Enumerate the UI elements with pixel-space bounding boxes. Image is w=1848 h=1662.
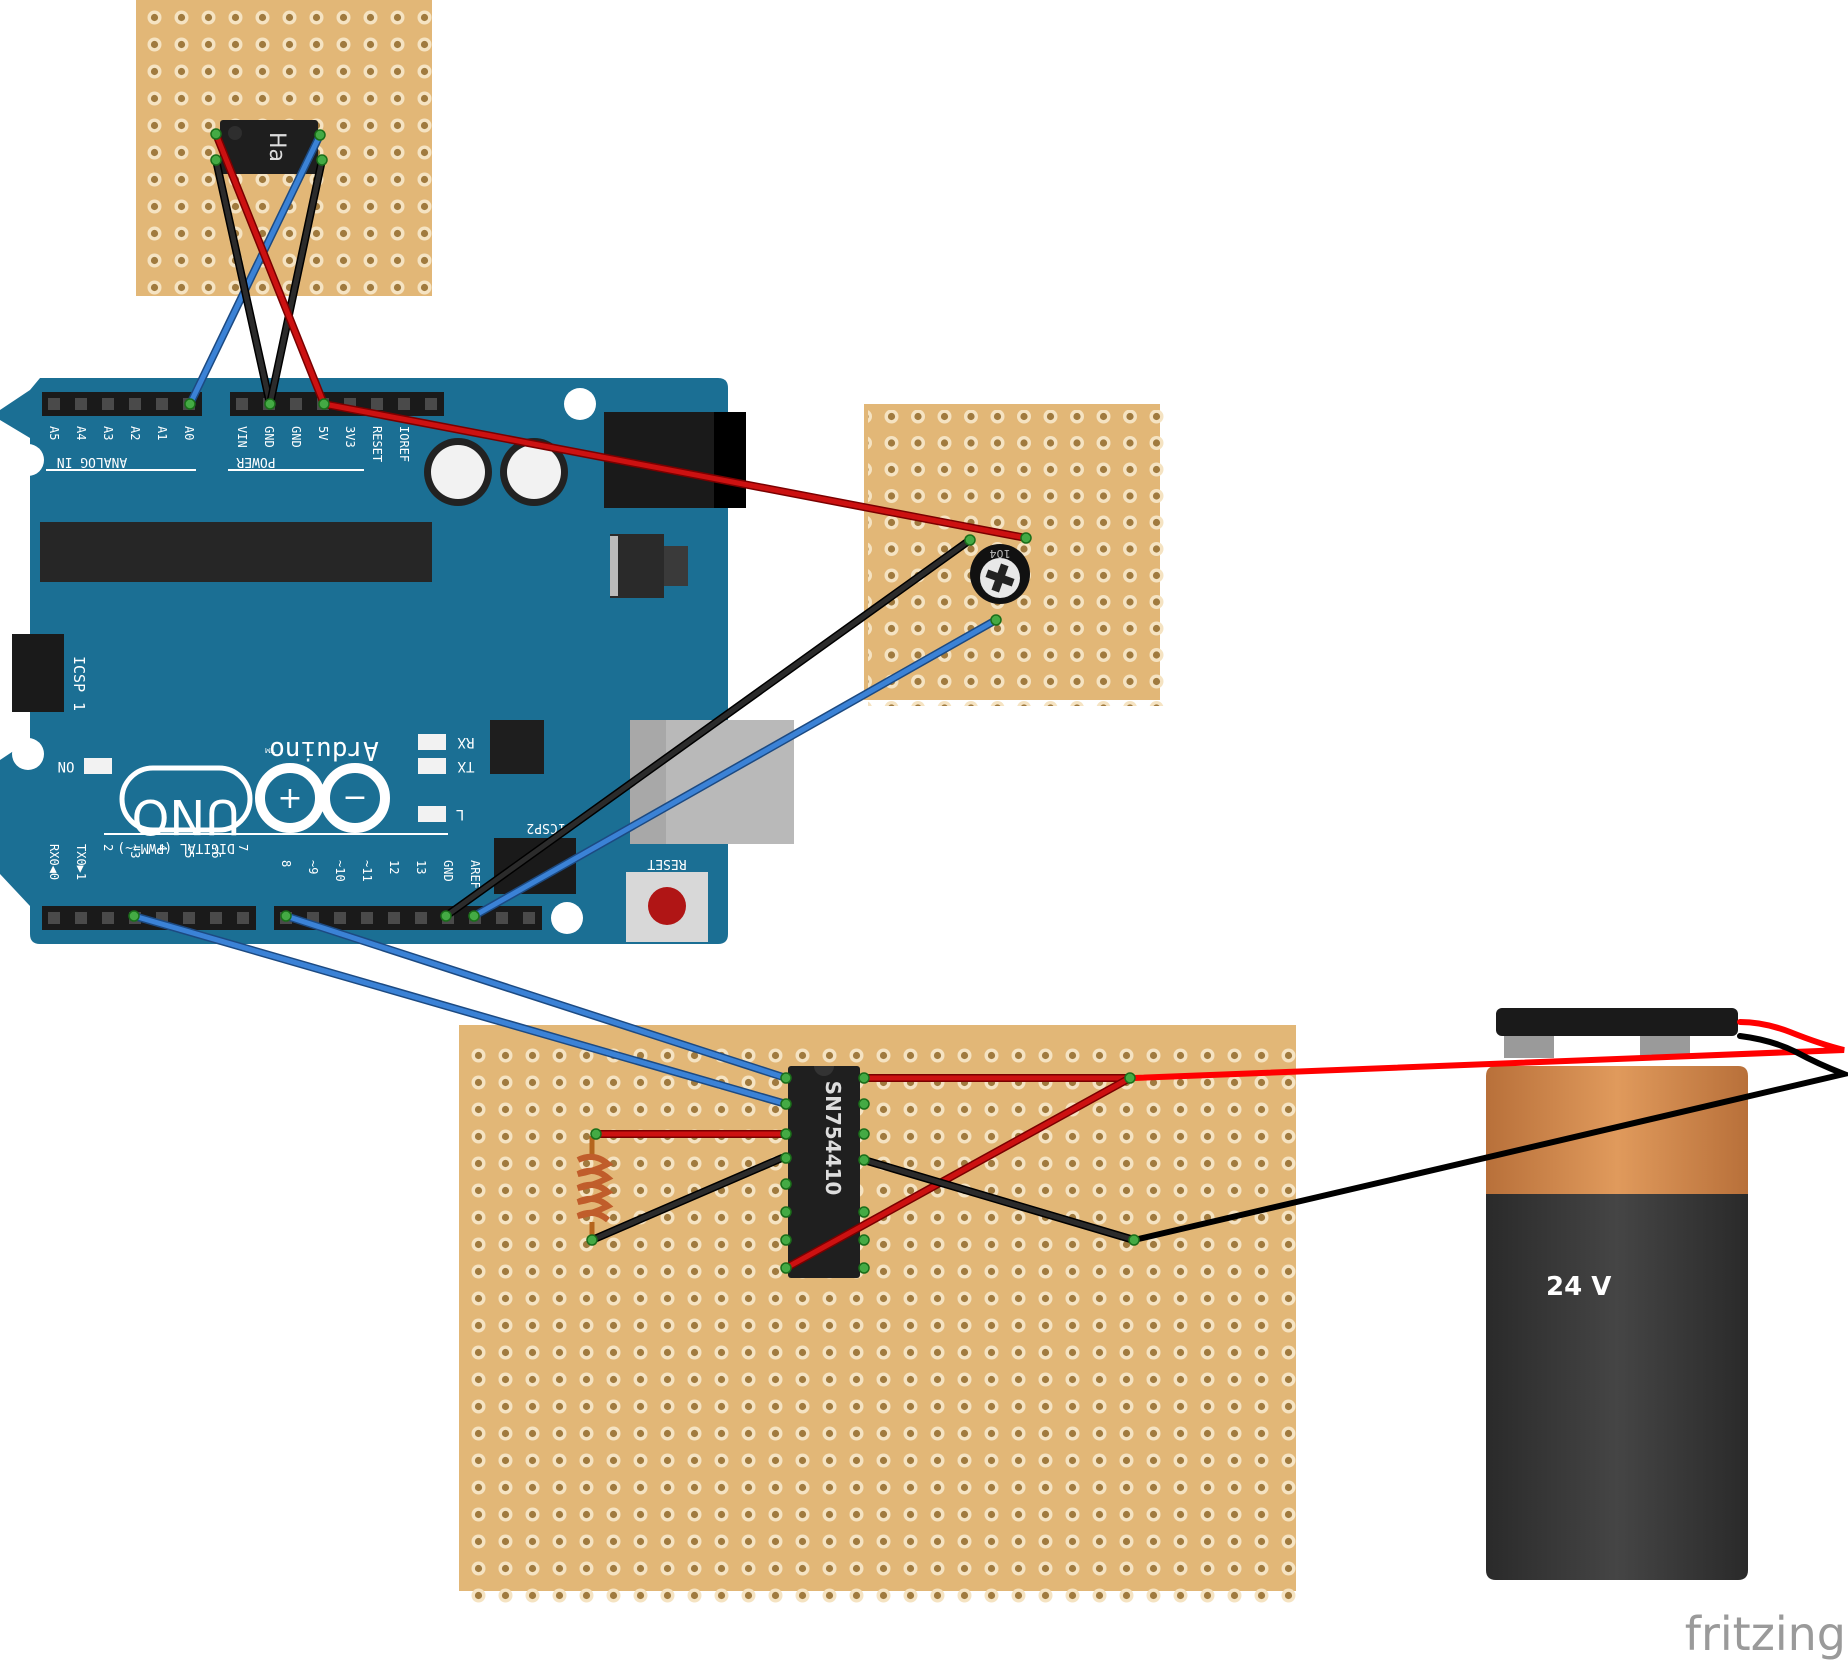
header-pin: [361, 912, 373, 924]
svg-text:−: −: [342, 780, 367, 815]
header-pin: [425, 398, 437, 410]
pin-label: A2: [128, 426, 142, 440]
wires: [130, 130, 1848, 1272]
pin-label: ~6: [209, 844, 223, 858]
header-pin: [75, 398, 87, 410]
driver-perfboard: [459, 1025, 1302, 1607]
pin-label: ~10: [333, 860, 347, 882]
header-pin: [388, 912, 400, 924]
header-pin: [237, 912, 249, 924]
pin-label: 2: [101, 844, 115, 851]
arduino-labels: UNO Arduino TM ANALOG IN POWER DIGITAL (…: [57, 454, 687, 871]
pin-label: IOREF: [397, 426, 411, 462]
header-pin: [210, 912, 222, 924]
pin-label: 13: [414, 860, 428, 874]
icsp2-label: ICSP2: [526, 820, 565, 835]
svg-text:+: +: [277, 781, 302, 816]
header-pin: [183, 912, 195, 924]
pin-label: TX0▶1: [74, 844, 88, 880]
analog-in-header: ANALOG IN: [57, 454, 127, 469]
header-pin: [48, 398, 60, 410]
tx-led-label: TX: [457, 758, 474, 774]
pin-label: 12: [387, 860, 401, 874]
pin-label: GND: [441, 860, 455, 882]
pin-label: A0: [182, 426, 196, 440]
fritzing-watermark: fritzing: [1685, 1607, 1846, 1661]
header-pin: [523, 912, 535, 924]
power-header: POWER: [236, 454, 275, 469]
battery-24v[interactable]: 24 V: [1486, 1008, 1748, 1580]
hall-sensor-label: Ha: [264, 132, 289, 162]
driver-chip[interactable]: SN754410: [788, 1066, 860, 1278]
wire-battery-positive[interactable]: [1131, 1019, 1845, 1081]
header-pin: [236, 398, 248, 410]
digital-header: DIGITAL (PWM=~): [117, 840, 234, 855]
header-pin: [398, 398, 410, 410]
header-pin: [129, 398, 141, 410]
pin-label: A5: [47, 426, 61, 440]
rx-led-label: RX: [457, 734, 474, 750]
header-pin: [75, 912, 87, 924]
header-pin: [290, 398, 302, 410]
pin-label: GND: [262, 426, 276, 448]
header-pin: [496, 912, 508, 924]
arduino-brand-text: Arduino: [269, 735, 379, 765]
arduino-model-text: UNO: [132, 788, 241, 844]
pin-label: ~11: [360, 860, 374, 882]
pin-label: RX0◀0: [47, 844, 61, 880]
pin-label: 3V3: [343, 426, 357, 448]
pin-label: AREF: [468, 860, 482, 889]
header-pin: [156, 398, 168, 410]
reset-button-label: RESET: [647, 856, 686, 871]
header-pin: [48, 912, 60, 924]
pin-label: 8: [279, 860, 293, 867]
on-led-label: ON: [58, 758, 75, 774]
wire-endpoints: [128, 128, 1140, 1274]
hall-sensor[interactable]: Ha: [220, 120, 318, 174]
l-led-label: L: [456, 806, 464, 822]
driver-chip-label: SN754410: [821, 1081, 845, 1196]
header-pin: [371, 398, 383, 410]
header-pin: [102, 398, 114, 410]
pin-label: RESET: [370, 426, 384, 462]
battery-label: 24 V: [1546, 1272, 1611, 1302]
wire-battery-negative[interactable]: [1131, 1033, 1848, 1243]
potentiometer[interactable]: 104: [970, 544, 1030, 604]
pin-label: GND: [289, 426, 303, 448]
header-pins: [48, 398, 535, 924]
pin-label: A3: [101, 426, 115, 440]
pin-label: 4: [155, 844, 169, 851]
header-pin: [334, 912, 346, 924]
pin-label: A1: [155, 426, 169, 440]
header-pin: [415, 912, 427, 924]
pin-label: ~9: [306, 860, 320, 874]
pin-label: 7: [236, 844, 250, 851]
pin-labels: A5 A4 A3 A2 A1 A0 VIN GND GND 5V 3V3 RESET IOREF RX0◀…: [47, 426, 482, 889]
pin-label: A4: [74, 426, 88, 440]
icsp-label: ICSP: [70, 656, 88, 692]
arduino-tm-text: TM: [265, 746, 276, 754]
arduino-uno-board: + −: [0, 378, 794, 944]
svg-text:104: 104: [990, 547, 1011, 560]
header-pin: [102, 912, 114, 924]
pin-label: ~5: [182, 844, 196, 858]
pin-label: ~3: [128, 844, 142, 858]
pin-label: VIN: [235, 426, 249, 448]
pin-label: 5V: [316, 426, 330, 440]
icsp-pin1-label: 1: [70, 702, 88, 711]
